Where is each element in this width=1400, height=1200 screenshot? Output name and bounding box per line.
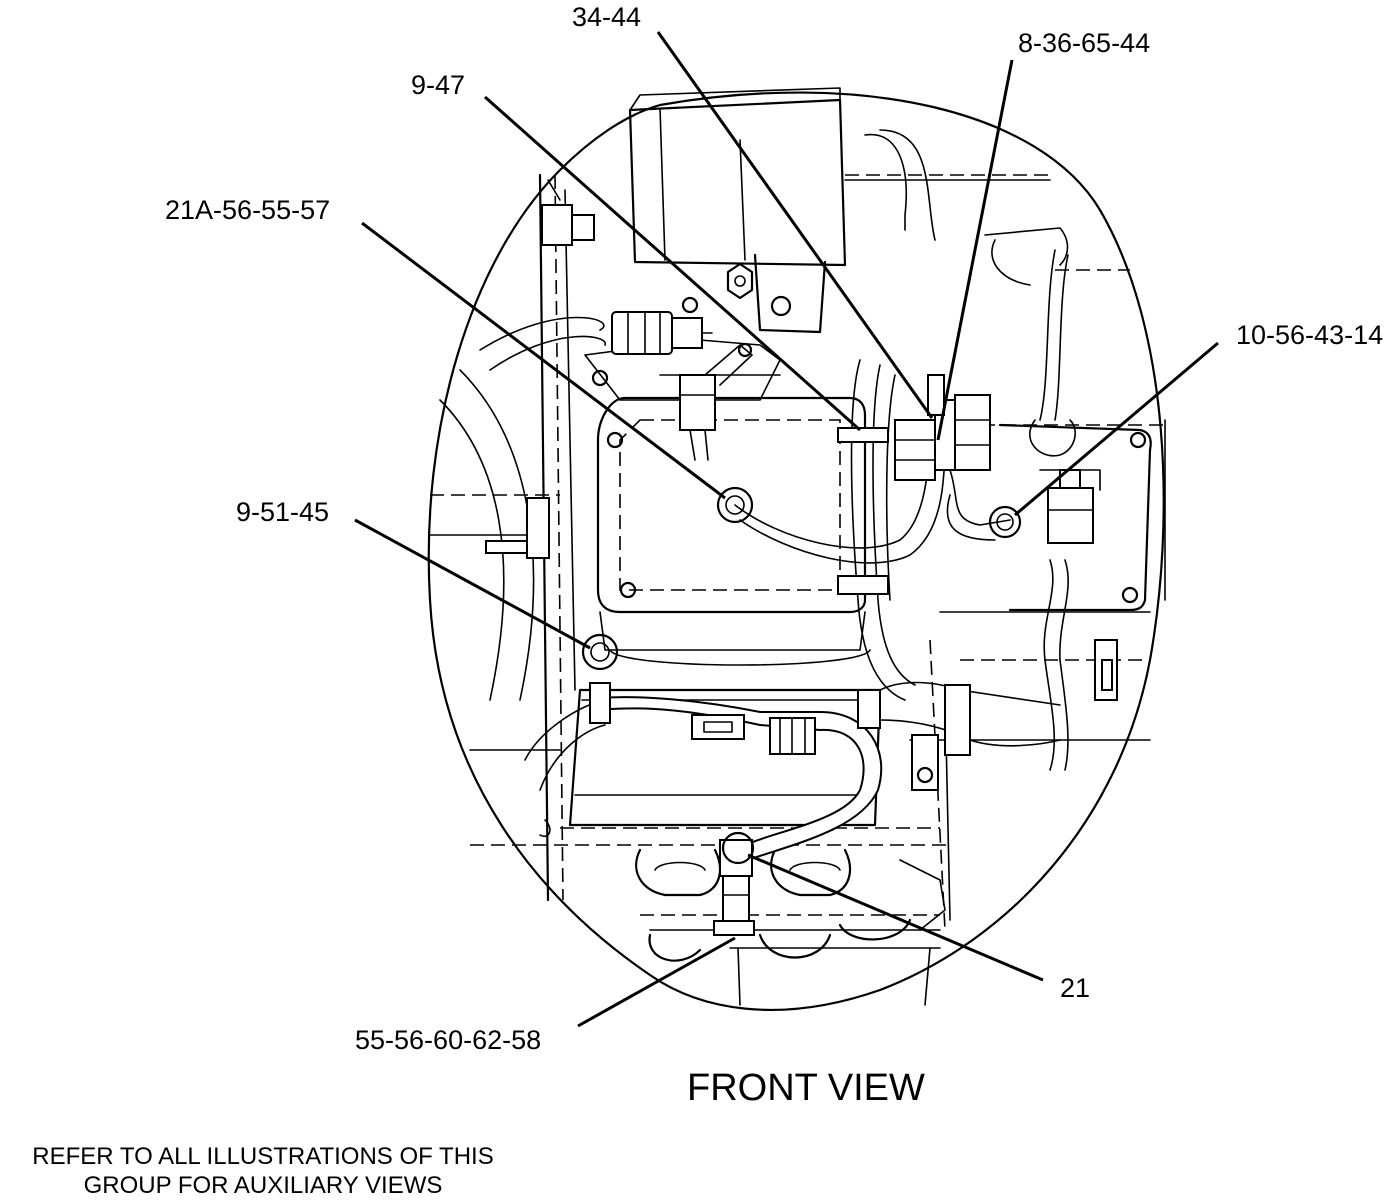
fitting-21 <box>721 831 755 865</box>
reference-note: REFER TO ALL ILLUSTRATIONS OF THIS GROUP… <box>32 1143 493 1199</box>
leader-21 <box>747 853 1044 982</box>
leader-lines <box>354 31 1219 1028</box>
callout-label: 8-36-65-44 <box>1018 28 1150 58</box>
note-line: GROUP FOR AUXILIARY VIEWS <box>84 1172 443 1199</box>
view-title: FRONT VIEW <box>687 1067 925 1109</box>
hoses-and-harness <box>439 249 1118 862</box>
fitting-markers <box>581 486 1022 865</box>
callout-label: 21A-56-55-57 <box>165 195 330 225</box>
note-line: REFER TO ALL ILLUSTRATIONS OF THIS <box>32 1143 493 1170</box>
callout-label: 9-51-45 <box>236 497 329 527</box>
leader-21A-56-55-57 <box>361 221 726 500</box>
fitting-9-51 <box>581 633 619 671</box>
leader-9-47 <box>484 95 861 432</box>
sensors-and-connectors <box>611 311 1101 936</box>
detail-oval-boundary <box>427 91 1165 1011</box>
leader-34-44 <box>656 31 934 419</box>
fitting-21A <box>716 486 754 524</box>
leader-8-36-65-44 <box>936 59 1014 441</box>
leader-9-51-45 <box>354 518 591 650</box>
callout-label: 9-47 <box>411 70 465 100</box>
callout-label: 21 <box>1060 973 1090 1003</box>
leader-55-56-60-62-58 <box>577 936 736 1028</box>
callout-labels: 34-44 8-36-65-44 9-47 21A-56-55-57 10-56… <box>165 2 1383 1055</box>
fitting-10-56 <box>988 505 1022 539</box>
callout-label: 10-56-43-14 <box>1236 320 1383 350</box>
callout-label: 34-44 <box>572 2 641 32</box>
callout-label: 55-56-60-62-58 <box>355 1025 541 1055</box>
leader-10-56-43-14 <box>1014 341 1219 517</box>
